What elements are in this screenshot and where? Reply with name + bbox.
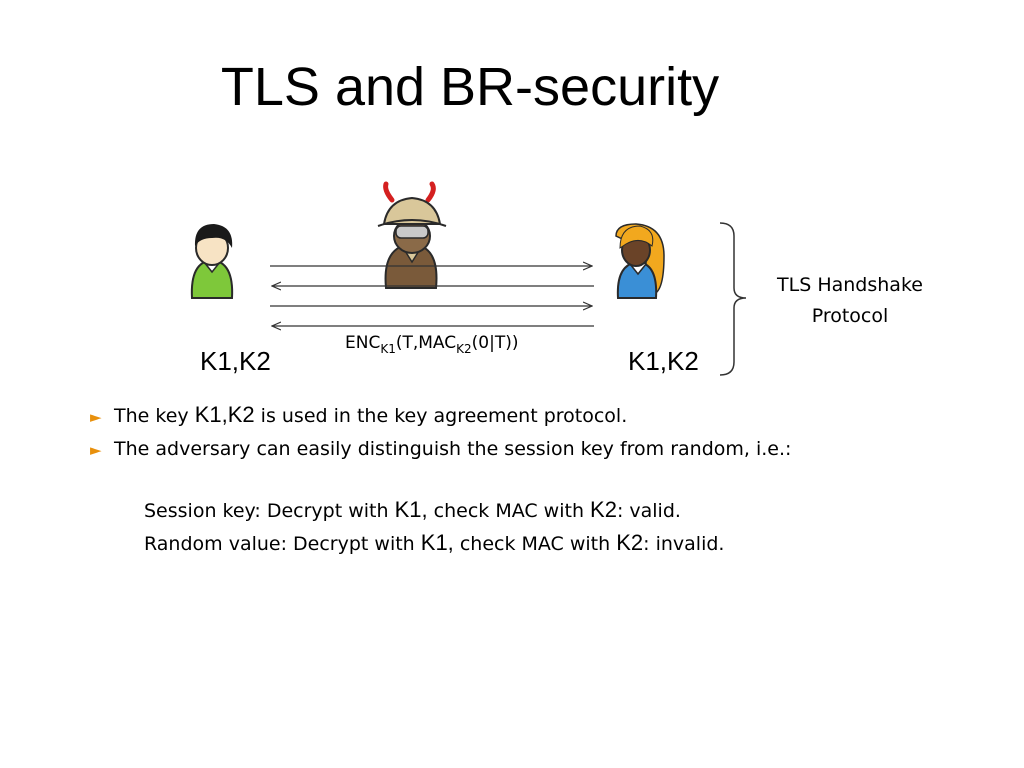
bullet-triangle-icon: ► bbox=[90, 441, 102, 459]
detail-line-session-key: Session key: Decrypt with K1, check MAC … bbox=[144, 497, 681, 522]
bullet-item: ► The key K1,K2 is used in the key agree… bbox=[90, 402, 990, 438]
bullet-text: The adversary can easily distinguish the… bbox=[114, 438, 792, 460]
bullet-list: ► The key K1,K2 is used in the key agree… bbox=[90, 402, 990, 474]
adversary-icon bbox=[377, 181, 447, 289]
alice-user-icon bbox=[190, 224, 234, 299]
handshake-brace bbox=[719, 222, 747, 376]
bullet-triangle-icon: ► bbox=[90, 408, 102, 426]
slide-title: TLS and BR-security bbox=[220, 57, 720, 117]
bullet-text: The key K1,K2 is used in the key agreeme… bbox=[114, 402, 628, 427]
detail-line-random-value: Random value: Decrypt with K1, check MAC… bbox=[144, 530, 725, 555]
bullet-item: ► The adversary can easily distinguish t… bbox=[90, 438, 990, 474]
protocol-diagram: ENCK1(T,MACK2(0|T)) K1,K2 K1,K2 TLS Hand… bbox=[190, 181, 923, 376]
detail-lines: Session key: Decrypt with K1, check MAC … bbox=[144, 494, 1004, 560]
handshake-label-line2: Protocol bbox=[812, 305, 889, 327]
left-keys-label: K1,K2 bbox=[200, 346, 271, 376]
bob-user-icon bbox=[615, 223, 665, 299]
message-label: ENCK1(T,MACK2(0|T)) bbox=[345, 333, 518, 356]
handshake-label-line1: TLS Handshake bbox=[776, 274, 923, 296]
right-keys-label: K1,K2 bbox=[628, 346, 699, 376]
